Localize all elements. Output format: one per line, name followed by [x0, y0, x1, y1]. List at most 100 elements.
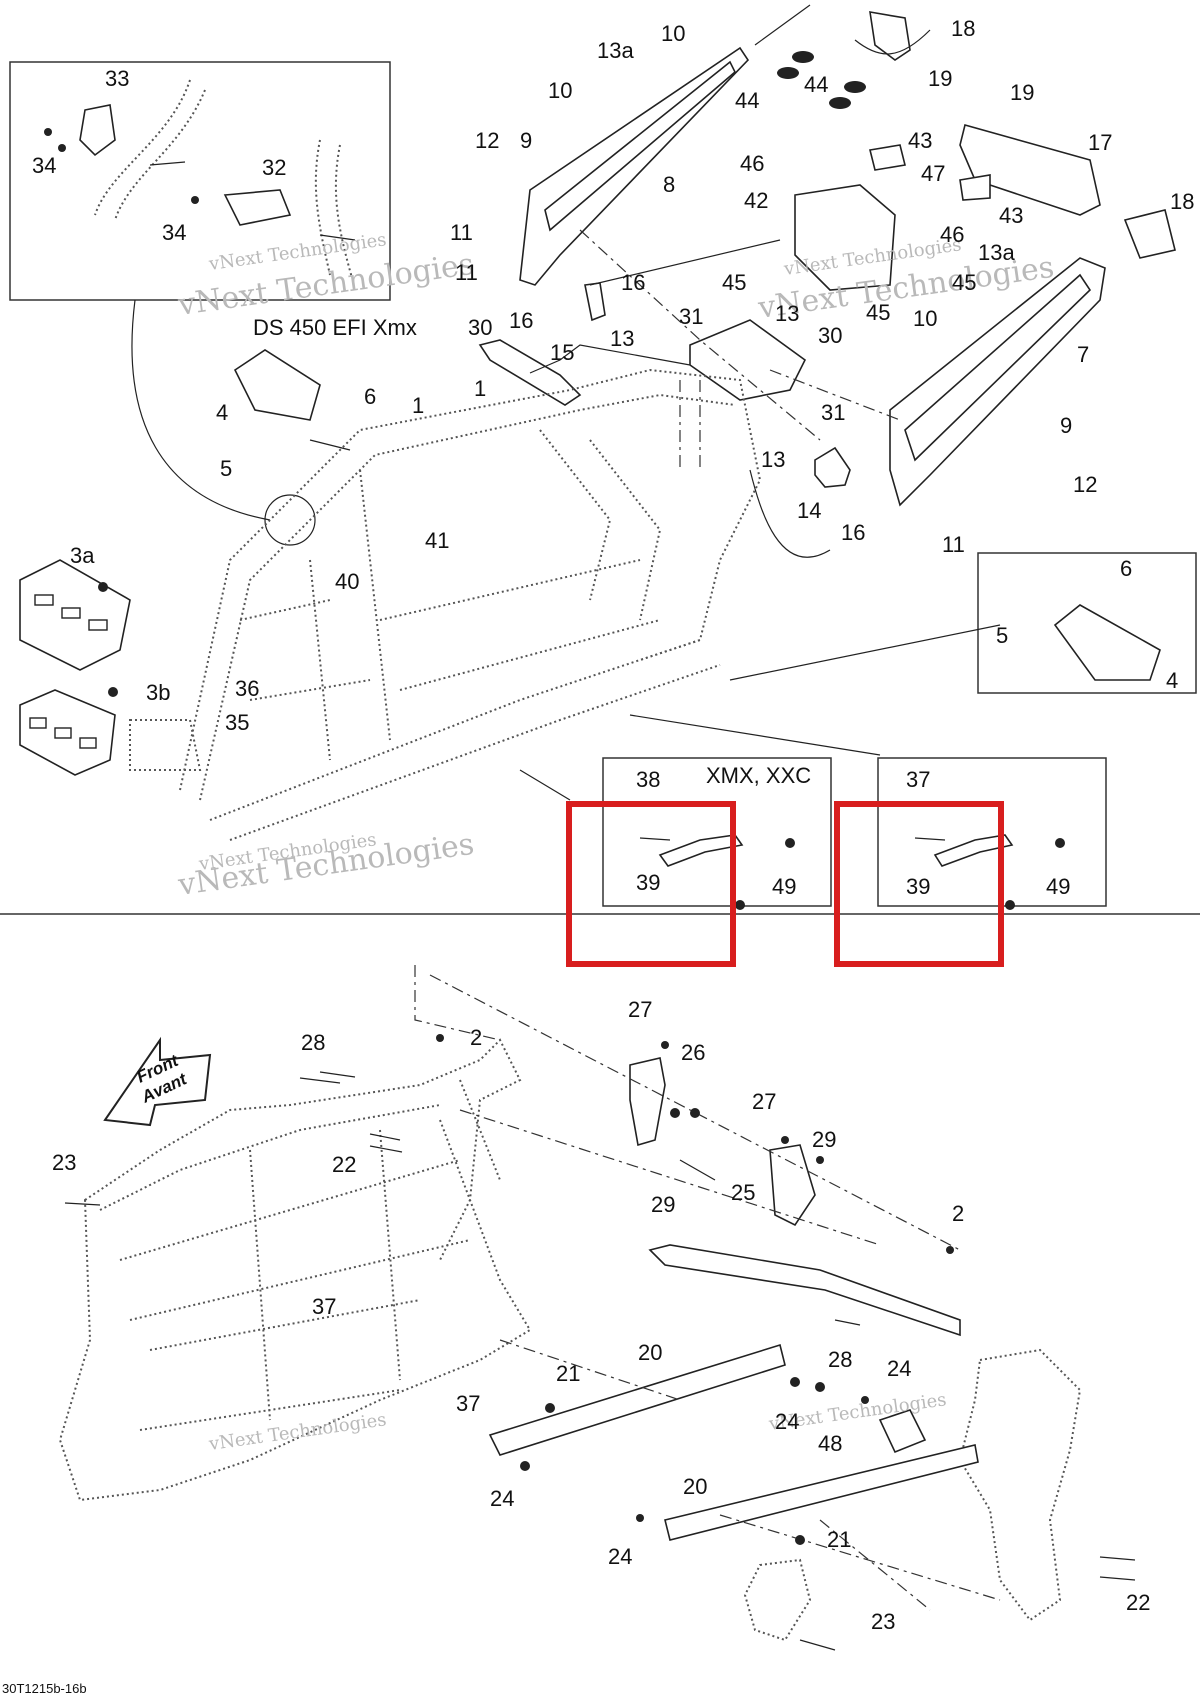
- callout-c5a: 5: [220, 456, 232, 481]
- label-ds450: DS 450 EFI Xmx: [253, 315, 417, 340]
- callout-c20b: 20: [683, 1474, 707, 1499]
- callout-c28a: 28: [301, 1030, 325, 1055]
- callout-c48: 48: [818, 1431, 842, 1456]
- callout-c11a: 11: [450, 220, 473, 245]
- callout-c37c: 37: [456, 1391, 480, 1416]
- callout-c44b: 44: [804, 72, 828, 97]
- part-4-footpeg-right: [1053, 604, 1161, 681]
- callout-c49a: 49: [772, 874, 796, 899]
- part-crossmember-rear: [648, 1244, 961, 1337]
- callout-c46b: 46: [940, 222, 964, 247]
- callout-c7: 7: [1077, 342, 1089, 367]
- callout-c21a: 21: [556, 1361, 580, 1386]
- callout-c16a: 16: [621, 270, 645, 295]
- callout-c13a: 13: [610, 326, 634, 351]
- callout-c47: 47: [921, 161, 945, 186]
- callout-c13a_top: 13a: [597, 38, 634, 63]
- part-3a-footrest: [19, 559, 131, 671]
- callout-c43a: 43: [908, 128, 932, 153]
- part-26-bracket: [629, 1057, 666, 1147]
- callout-c21b: 21: [827, 1527, 851, 1552]
- part-17-crossmember: [959, 124, 1101, 216]
- callout-c49b: 49: [1046, 874, 1070, 899]
- callout-c29b: 29: [651, 1192, 675, 1217]
- callout-c18b: 18: [1170, 189, 1194, 214]
- callout-c31b: 31: [821, 400, 845, 425]
- callout-c34b: 34: [162, 220, 186, 245]
- part-25-bracket: [769, 1144, 816, 1227]
- callout-c13a_right: 13a: [978, 240, 1015, 265]
- callout-c16b: 16: [509, 308, 533, 333]
- variant-box-right: [877, 757, 1107, 907]
- document-code: 30T1215b-16b: [2, 1681, 87, 1696]
- callout-c2b: 2: [952, 1201, 964, 1226]
- callout-c39a: 39: [636, 870, 660, 895]
- callout-c16c: 16: [841, 520, 865, 545]
- bottom-leader-lines: [414, 965, 1001, 1611]
- part-4-footpeg-left: [233, 349, 321, 421]
- part-8-rail-web: [544, 60, 736, 232]
- highlight-box-right: [834, 801, 1004, 967]
- callout-c12a: 12: [475, 128, 499, 153]
- part-20-rail-lower: [664, 1444, 979, 1541]
- callout-c30a: 30: [468, 315, 492, 340]
- callout-c12b: 12: [1073, 472, 1097, 497]
- callout-c4a: 4: [216, 400, 228, 425]
- callout-c25: 25: [731, 1180, 755, 1205]
- callout-c37b: 37: [312, 1294, 336, 1319]
- highlight-box-left: [566, 801, 736, 967]
- callout-c11b: 11: [455, 260, 478, 285]
- callout-c23a: 23: [52, 1150, 76, 1175]
- callout-c22b: 22: [1126, 1590, 1150, 1615]
- callout-c42: 42: [744, 188, 768, 213]
- callout-c38: 38: [636, 767, 660, 792]
- part-15-bracket: [584, 282, 606, 322]
- callout-c5b: 5: [996, 623, 1008, 648]
- callout-c24d: 24: [608, 1544, 632, 1569]
- callout-c17: 17: [1088, 130, 1112, 155]
- part-18-bracket-top: [869, 11, 911, 61]
- callout-c1a: 1: [412, 393, 424, 418]
- callout-c11c: 11: [942, 532, 965, 557]
- callout-c39b: 39: [906, 874, 930, 899]
- part-44-grommet-c: [844, 81, 866, 93]
- callout-c30b: 30: [818, 323, 842, 348]
- inset-leader-curve: [131, 299, 271, 521]
- callout-c22a: 22: [332, 1152, 356, 1177]
- callout-c40: 40: [335, 569, 359, 594]
- callout-c36: 36: [235, 676, 259, 701]
- callout-c27a: 27: [628, 997, 652, 1022]
- callout-c24a: 24: [775, 1409, 799, 1434]
- callout-c19a: 19: [928, 66, 952, 91]
- callout-c6b: 6: [1120, 556, 1132, 581]
- part-48-bracket: [878, 1409, 927, 1454]
- part-18-bracket-right: [1123, 209, 1176, 259]
- callout-c24b: 24: [887, 1356, 911, 1381]
- callout-c26: 26: [681, 1040, 705, 1065]
- part-39-bracket-b: [933, 834, 1014, 867]
- callout-c9a: 9: [520, 128, 532, 153]
- label-xmx-xxc: XMX, XXC: [706, 763, 811, 788]
- callout-c9b: 9: [1060, 413, 1072, 438]
- part-43-bracket-b: [959, 174, 991, 201]
- part-3b-footrest: [19, 689, 116, 776]
- top-leader-lines: [309, 4, 1001, 801]
- callout-c24c: 24: [490, 1486, 514, 1511]
- rear-frame-outline: [58, 1038, 532, 1502]
- callout-c32: 32: [262, 155, 286, 180]
- callout-c3b: 3b: [146, 680, 170, 705]
- footrest-slots: [29, 594, 108, 749]
- callout-c13c: 13: [761, 447, 785, 472]
- front-direction-arrow: [103, 1036, 212, 1127]
- callout-c45a: 45: [722, 270, 746, 295]
- callout-c14: 14: [797, 498, 821, 523]
- callout-c15: 15: [550, 340, 574, 365]
- part-39-bracket-a: [658, 834, 744, 867]
- detail-circle: [264, 494, 316, 546]
- callout-c10b: 10: [548, 78, 572, 103]
- callout-c29a: 29: [812, 1127, 836, 1152]
- part-44-grommet-a: [792, 51, 814, 63]
- inset-frame-tube-left: [94, 79, 206, 221]
- callout-c8: 8: [663, 172, 675, 197]
